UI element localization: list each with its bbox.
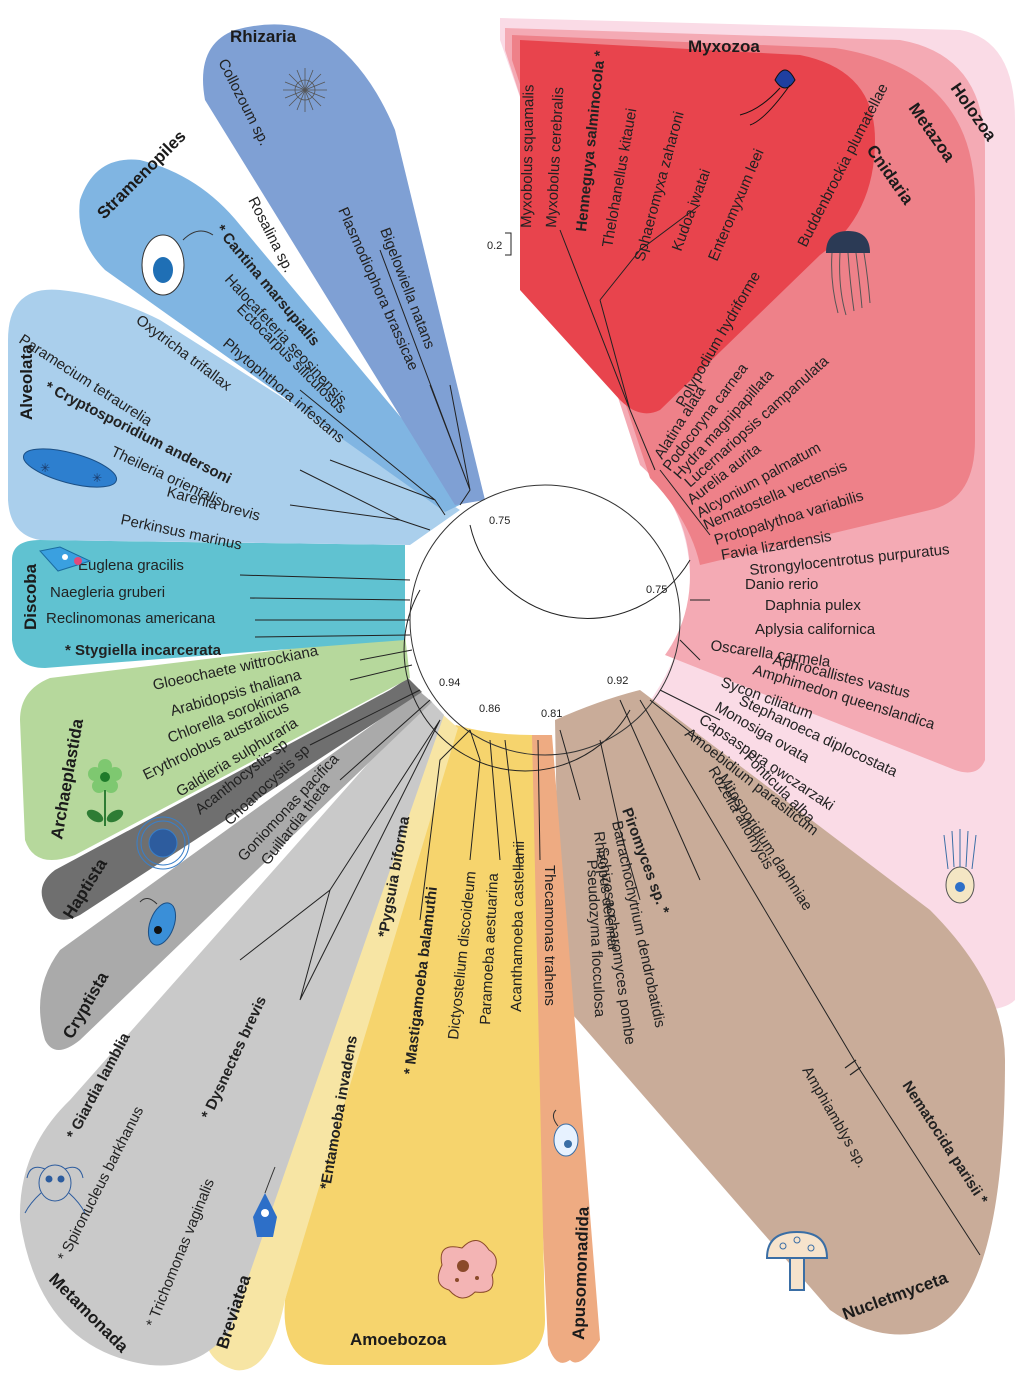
clade-label-amoebozoa: Amoebozoa (350, 1330, 447, 1349)
taxon-label: Euglena gracilis (78, 557, 184, 574)
svg-text:✳: ✳ (40, 461, 50, 475)
branch-alveolata (289, 469, 431, 531)
support-values: 0.75 0.75 0.94 0.86 0.81 0.92 (439, 515, 667, 720)
haptista-region (41, 678, 423, 920)
taxon-label: Thecamonas trahens (541, 865, 558, 1006)
support-value-amoebozoa: 0.86 (479, 703, 500, 715)
branch-archaeplastida (349, 649, 413, 681)
stramenopile-cell-icon (141, 230, 214, 296)
metamonada-region (19, 700, 444, 1366)
amoebozoa-region (284, 725, 545, 1365)
branch-haptista-cryptista (309, 689, 431, 781)
taxon-label: Daphnia pulex (765, 597, 861, 614)
archaeplastida-region (20, 635, 410, 860)
apusomonad-icon (552, 1109, 579, 1157)
cryptista-region (40, 690, 432, 1050)
support-value-archaeplastida: 0.94 (439, 677, 460, 689)
taxon-label: Myxobolus squamalis (518, 84, 538, 228)
amoeba-icon (437, 1240, 497, 1299)
branch-discoba (239, 574, 411, 638)
scale-bar: 0.2 (487, 232, 512, 256)
myxozoan-spore-icon (739, 69, 796, 126)
nucletmyceta-region (555, 690, 1005, 1335)
jellyfish-icon (826, 231, 871, 316)
tree-branches (239, 204, 981, 1256)
taxon-label: Danio rerio (745, 576, 818, 593)
branch-metamonada (239, 719, 441, 1001)
branch-nucletmyceta (559, 699, 981, 1256)
breviate-icon (253, 1166, 277, 1237)
taxon-label: Acanthamoeba castellanii (508, 841, 528, 1012)
choanoflagellate-icon (943, 829, 977, 904)
support-value-apusomonadida: 0.81 (541, 708, 562, 720)
branch-apusomonadida (537, 739, 541, 861)
clade-label-discoba: Discoba (21, 563, 40, 630)
branch-amoebozoa (419, 729, 521, 921)
broken-branch-mark (844, 1059, 862, 1076)
taxon-label: Reclinomonas americana (46, 610, 216, 627)
clade-label-apusomonadida: Apusomonadida (569, 1206, 593, 1340)
alveolata-region (8, 289, 460, 545)
taxon-label: * Stygiella incarcerata (65, 642, 222, 659)
clade-label-alveolata: Alveolata (17, 344, 36, 420)
support-value-holozoa: 0.75 (646, 584, 667, 596)
radiolarian-icon (283, 68, 327, 112)
flower-icon (86, 759, 124, 826)
cryptomonad-icon (139, 898, 177, 946)
branch-rhizaria (379, 249, 471, 506)
myxozoa-region (520, 40, 875, 414)
clade-backgrounds (8, 18, 1015, 1371)
ciliate-icon: ✳ ✳ (22, 448, 118, 488)
rhizaria-region (203, 24, 485, 505)
taxon-label: Naegleria gruberi (50, 584, 165, 601)
clade-label-myxozoa: Myxozoa (688, 37, 760, 56)
heliozoan-icon (136, 816, 190, 870)
mushroom-icon (765, 1230, 829, 1291)
branch-stramenopiles (299, 389, 446, 516)
clade-label-rhizaria: Rhizaria (230, 27, 297, 46)
support-value-rhizaria: 0.75 (489, 515, 510, 527)
organism-icons: ✳ ✳ (22, 68, 977, 1299)
root-arc (469, 524, 691, 619)
svg-text:✳: ✳ (92, 471, 102, 485)
support-value-nucletmyceta: 0.92 (607, 675, 628, 687)
root-arc-lower (403, 589, 631, 772)
branch-holozoa (649, 599, 721, 741)
taxon-label: Aplysia californica (755, 621, 876, 638)
branch-cnidaria (559, 204, 711, 536)
apusomonadida-region (532, 735, 600, 1363)
scale-bar-label: 0.2 (487, 240, 502, 252)
giardia-icon (24, 1164, 86, 1214)
euglenid-icon (39, 546, 92, 572)
